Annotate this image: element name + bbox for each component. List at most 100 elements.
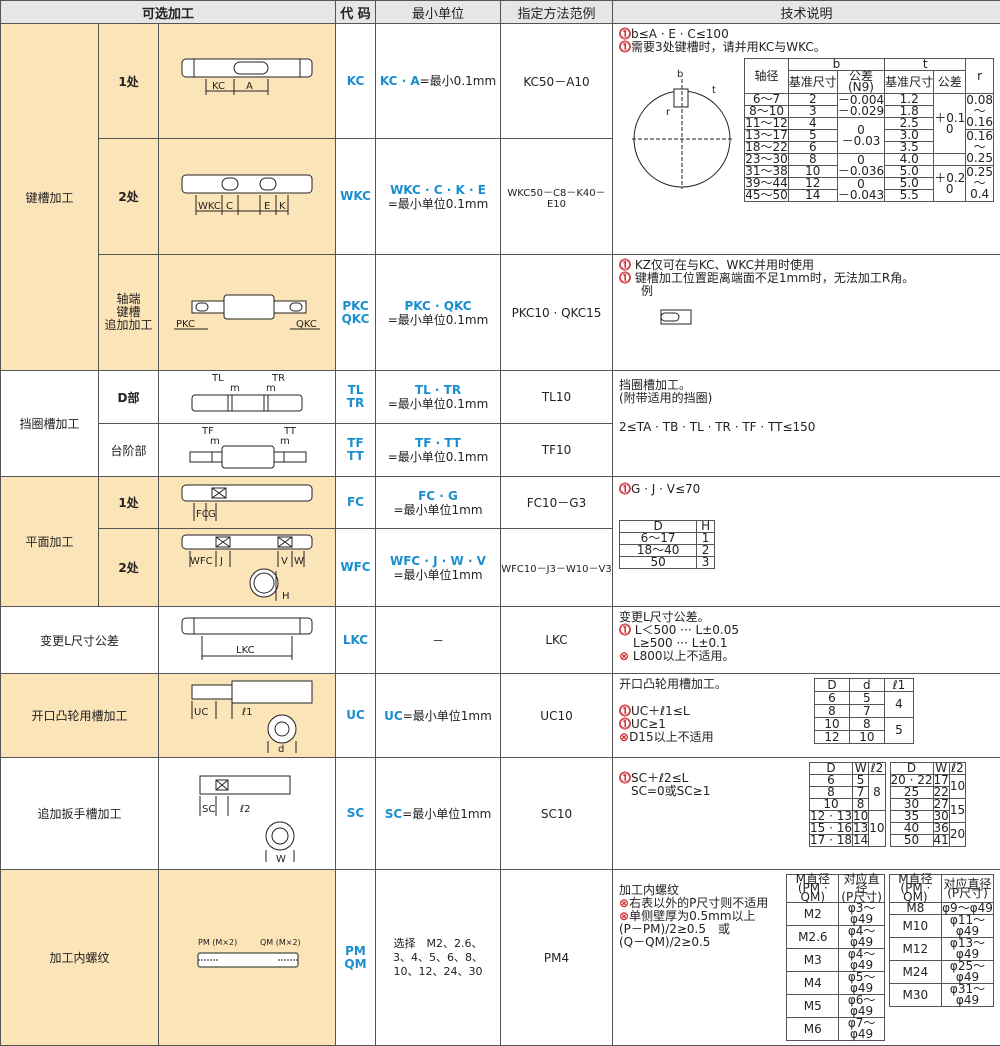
flat-2-example: WFC10－J3－W10－V3 [501,529,613,607]
cell: M直径(PM · QM) [787,875,839,903]
retain-2-code-2: TT [347,449,364,463]
flat-note-1: ⓵G · J · V≤70 [619,483,994,496]
flat-2-code: WFC [336,529,376,607]
cell-text: (P尺寸) [947,886,988,900]
keyway-3-label-2: 键槽 [116,305,140,319]
sc-note-2: SC=0或SC≥1 [619,785,809,798]
dim-pkc: PKC [176,319,195,330]
uc-label: 开口凸轮用槽加工 [1,674,159,758]
cell: φ5～φ49 [839,972,884,995]
cell-text: 0.16 [966,115,993,129]
dim-e: E [264,201,270,212]
th-base2: 基准尺寸 [885,71,934,94]
keyway-note-5: 例 [619,285,994,298]
cell: D [815,679,850,692]
keyway-note-3-text: KZ仅可在与KC、WKC并用时使用 [635,258,814,272]
keyway-1-code: KC [336,24,376,139]
cell: 0.25～0.4 [966,166,994,202]
uc-figure: UC ℓ1 d [159,674,336,758]
keyway-3-label-1: 轴端 [116,292,140,306]
cell: φ13～φ49 [942,938,994,961]
keyway-3-label: 轴端键槽追加加工 [99,255,159,371]
lkc-unit: － [376,607,501,674]
cell: M8 [889,903,941,915]
uc-row: 开口凸轮用槽加工 UC ℓ1 d UC UC=最小单位1mm UC10 开口凸轮… [1,674,1000,758]
keyway-section-figure: b r t [620,59,742,199]
cell: d [849,679,884,692]
sc-unit-text: =最小单位1mm [402,807,491,821]
pm-code-2: QM [344,957,366,971]
cell-text: 0 [946,182,954,196]
cell: 对应直径(P尺寸) [839,875,884,903]
keyway-notes-top: ⓵b≤A · E · C≤100 ⓵需要3处键槽时，请并用KC与WKC。 b r… [613,24,1000,255]
keyway-2-drawing: WKC C E K [172,167,322,227]
lkc-code: LKC [336,607,376,674]
retain-note-2: (附带适用的挡圈) [619,392,994,405]
pm-note-5: (Q－QM)/2≥0.5 [619,936,786,949]
cell: 5.5 [885,190,934,202]
cell: 14 [852,835,868,847]
lkc-note-2-text: L＜500 ··· L±0.05 [635,623,739,637]
cell: ℓ2 [949,763,965,775]
keyway-2-example: WKC50－C8－K40－E10 [501,139,613,255]
uc-drawing: UC ℓ1 d [172,677,322,755]
header-example: 指定方法范例 [501,1,613,24]
th-tol: 公差(N9) [837,71,884,94]
uc-note-1: 开口凸轮用槽加工。 [619,678,727,691]
keyway-3-example: PKC10 · QKC15 [501,255,613,371]
dim-sc: SC [202,804,215,815]
cell: 3 [697,557,715,569]
cell: 7 [849,705,884,718]
cell: ℓ1 [884,679,913,692]
retain-1-unit: TL · TR=最小单位0.1mm [376,371,501,424]
keyway-1-unit-text: =最小0.1mm [420,74,497,88]
retain-1-drawing: TL TR m m [172,373,322,421]
cell: 14 [788,190,837,202]
cell-text: 0.4 [970,187,989,201]
keyway-row-1: 键槽加工 1处 KC A KC KC · A=最小0.1mm KC50－A10 … [1,24,1000,139]
pm-notes: 加工内螺纹 ⊗右表以外的P尺寸则不适用 ⊗单侧壁厚为0.5mm以上 (P－PM)… [613,870,1000,1046]
cell: 15 [949,799,965,823]
cell: φ6～φ49 [839,995,884,1018]
flat-1-drawing: FC G [172,479,322,527]
cell: M5 [787,995,839,1018]
cell-text: 0 [946,122,954,136]
header-notes: 技术说明 [613,1,1000,24]
retain-2-unit: TF · TT=最小单位0.1mm [376,424,501,477]
cell: 10 [815,718,850,731]
cell: φ25～φ49 [942,961,994,984]
keyway-2-unit-text: =最小单位0.1mm [388,197,489,211]
sc-unit-keys: SC [385,807,402,821]
flat-1-example: FC10－G3 [501,477,613,529]
cell: 0－0.043 [837,178,884,202]
cell: M4 [787,972,839,995]
flat-2-figure: WFC J V W H [159,529,336,607]
sc-label: 追加扳手槽加工 [1,758,159,870]
warning-icon: ⓵ [619,623,631,637]
keyway-note-2-text: 需要3处键槽时，请并用KC与WKC。 [631,40,826,54]
pm-figure: PM (M×2) QM (M×2) [159,870,336,1046]
dim-l1: ℓ1 [242,707,253,718]
cell: 8 [869,775,885,811]
retain-1-figure: TL TR m m [159,371,336,424]
uc-unit-text: =最小单位1mm [403,709,492,723]
retain-1-example: TL10 [501,371,613,424]
cell: M30 [889,984,941,1007]
keyway-example-icon [659,302,699,332]
cell: 41 [933,835,949,847]
keyway-3-figure: PKC QKC [159,255,336,371]
flat-1-unit-text: =最小单位1mm [393,503,482,517]
keyway-2-label: 2处 [99,139,159,255]
cell: －0.004－0.029 [837,94,884,118]
flat-2-unit-text: =最小单位1mm [393,568,482,582]
prohibited-icon: ⊗ [619,909,629,923]
dim-qkc: QKC [296,319,317,330]
dim-d: d [278,744,284,755]
lkc-note-4-text: L800以上不适用。 [633,649,735,663]
